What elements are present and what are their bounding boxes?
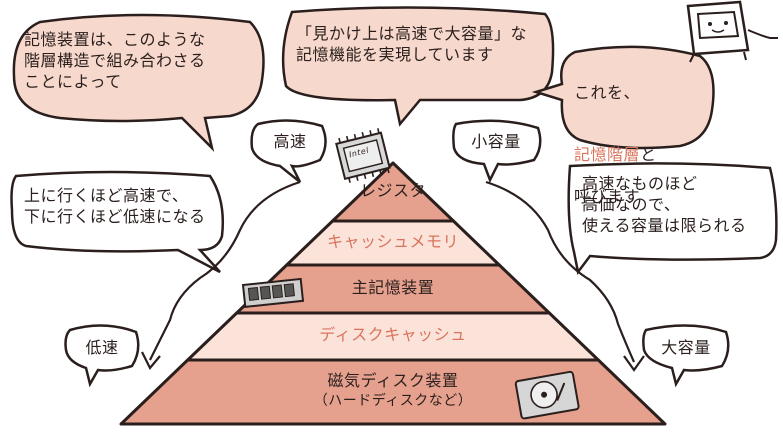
bubble-right-middle-text: 高速なものほど 高価なので、 使える容量は限られる xyxy=(582,174,747,235)
bubble-top-right-line2: 記憶階層と xyxy=(574,124,657,166)
memory-module-icon xyxy=(241,277,305,308)
label-fast: 高速 xyxy=(273,132,307,151)
left-down-arrowhead xyxy=(141,351,161,370)
bubble-top-right-text: これを、 記憶階層と 呼びます xyxy=(574,62,657,228)
pyramid-tier-name: ディスクキャッシュ xyxy=(319,325,467,344)
label-small-capacity: 小容量 xyxy=(471,132,521,151)
memory-hierarchy-term: 記憶階層 xyxy=(574,145,641,165)
pyramid-tier-label: キャッシュメモリ xyxy=(263,232,523,253)
bubble-slow xyxy=(64,324,140,388)
pyramid-tier-label: 主記憶装置 xyxy=(263,278,523,299)
computer-mascot-icon xyxy=(686,0,778,63)
bubble-top-right xyxy=(531,45,715,150)
bubble-small-capacity xyxy=(452,119,542,184)
bubble-right-middle xyxy=(567,162,778,275)
bubble-top-left xyxy=(12,13,265,152)
bubble-fast xyxy=(250,119,327,183)
pyramid-tier-label: レジスタ xyxy=(263,181,523,202)
bubble-left-middle xyxy=(10,170,224,274)
cpu-chip-icon xyxy=(335,128,391,183)
label-slow: 低速 xyxy=(85,338,119,357)
hard-disk-icon xyxy=(514,370,580,420)
right-down-arrow xyxy=(485,180,636,363)
label-large-capacity: 大容量 xyxy=(661,338,711,357)
pyramid-tier-label: ディスクキャッシュ xyxy=(263,325,523,346)
pyramid-tier-subtitle: （ハードディスクなど） xyxy=(313,392,473,409)
bubble-top-right-line3: 呼びます xyxy=(574,186,641,206)
pyramid-tier-name: キャッシュメモリ xyxy=(326,231,459,251)
pyramid-tier-name: レジスタ xyxy=(359,180,426,200)
bubble-top-right-line1: これを、 xyxy=(574,82,641,102)
bubble-top-center-text: 「見かけ上は高速で大容量」な 記憶機能を実現しています xyxy=(296,24,528,64)
bubble-top-left-text: 記憶装置は、このような 階層構造で組み合わさる ことによって xyxy=(24,30,206,91)
pyramid-tier-name: 主記憶装置 xyxy=(351,277,435,297)
bubble-top-right-particle: と xyxy=(640,145,657,165)
bubble-left-middle-text: 上に行くほど高速で、 下に行くほど低速になる xyxy=(24,186,206,226)
pyramid-tier-label: 磁気ディスク装置 （ハードディスクなど） xyxy=(263,371,523,410)
left-down-arrow xyxy=(149,180,301,361)
bubble-large-capacity xyxy=(642,324,730,388)
right-down-arrowhead xyxy=(623,355,645,372)
pyramid-tier-name: 磁気ディスク装置 xyxy=(327,371,459,390)
